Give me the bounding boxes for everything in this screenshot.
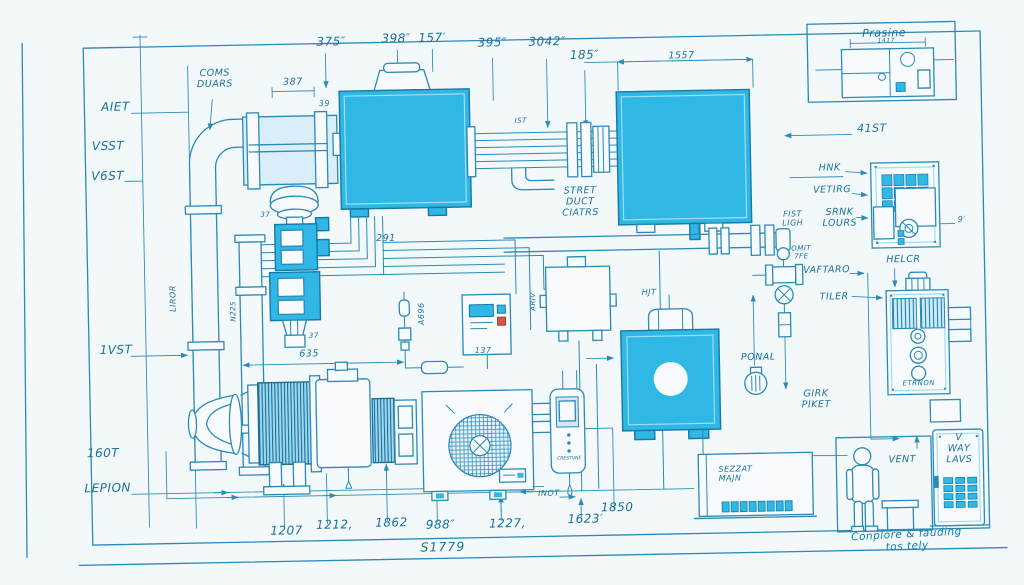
label-v6st: V6ST <box>91 168 125 184</box>
dim-1862: 1862 <box>374 515 408 530</box>
dim-1227: 1227, <box>488 515 526 531</box>
electrical-panel <box>869 161 941 249</box>
sheet-border <box>21 30 1008 567</box>
dim-375: 375″ <box>316 34 346 49</box>
label-sezzat: SEZZAT MAJN <box>718 464 753 484</box>
label-41st: 41ST <box>856 121 887 136</box>
control-panel <box>461 293 512 369</box>
person-figure <box>835 435 934 533</box>
label-lepion: LEPION <box>84 480 132 496</box>
label-ariv: ARIV <box>528 292 538 311</box>
label-omit-7fe: OMIT 7FE <box>791 244 812 261</box>
thermostat-remote <box>549 370 586 498</box>
flanged-pipe <box>503 224 791 257</box>
dim-635: 635 <box>299 348 320 360</box>
dim-988: 988″ <box>425 517 456 532</box>
label-fist-ligh: FIST LIGH <box>782 209 804 228</box>
label-crestune: CRESTUNE <box>557 456 582 462</box>
dim-3042: 3042″ <box>528 34 567 49</box>
label-liror: LIROR <box>168 285 178 312</box>
sensor-string <box>398 291 464 375</box>
sezzat-vent <box>693 428 818 520</box>
dim-1212: 1212, <box>315 517 353 532</box>
label-srnk-lours: SRNK LOURS <box>822 206 858 230</box>
dim-39: 39 <box>318 98 331 109</box>
dim-9: 9′ <box>957 214 966 224</box>
dim-1417: 1417 <box>877 37 895 45</box>
label-ponal: PONAL <box>740 351 776 364</box>
label-girk-piket: GIRK PIKET <box>801 388 831 411</box>
prasine-inset <box>806 20 958 103</box>
label-inot: INOT <box>538 488 560 498</box>
label-vent: VENT <box>888 453 917 466</box>
dim-387: 387 <box>283 76 303 88</box>
dim-291: 291 <box>376 232 396 245</box>
label-aiet: AIET <box>100 99 130 114</box>
main-unit-right <box>615 88 753 241</box>
label-hjt: HJT <box>641 287 657 297</box>
main-unit-left <box>338 62 473 218</box>
label-vaftaro: VAFTARO <box>803 264 851 276</box>
label-vsst: VSST <box>91 138 125 154</box>
blower-assembly <box>187 361 418 496</box>
intake-cylinder <box>241 110 345 190</box>
dim-1623: 1623′ <box>567 511 604 527</box>
label-helcr: HELCR <box>886 253 921 266</box>
supply-duct <box>466 121 619 191</box>
dim-1207: 1207 <box>270 523 303 538</box>
dim-1850: 1850 <box>600 499 634 515</box>
door-louver-panel <box>929 428 990 527</box>
label-hnk: HNK <box>818 162 841 174</box>
label-n225: N225 <box>229 300 238 322</box>
label-1vst: 1VST <box>99 342 133 358</box>
drawing-number: S1779 <box>420 538 466 555</box>
helcr-unit <box>885 271 972 423</box>
dim-37-funnel: 37 <box>308 331 319 340</box>
dimension-lines <box>124 34 956 529</box>
label-stret-duct: STRET DUCT CIATRS <box>562 184 599 219</box>
label-ist: IST <box>514 116 527 125</box>
fan-unit <box>595 294 722 489</box>
label-vetirg: VETIRG <box>812 184 852 196</box>
dim-1557: 1557 <box>668 49 695 62</box>
dim-157: 157′ <box>418 30 447 45</box>
dim-37-bell: 37 <box>260 210 271 219</box>
dim-398: 398″ <box>381 30 411 46</box>
label-tiler: TILER <box>819 291 849 303</box>
label-etrnon: ETRNON <box>902 378 936 388</box>
dim-185: 185″ <box>569 47 600 62</box>
label-a696: A696 <box>416 302 427 326</box>
ponal-bulb <box>744 366 768 395</box>
gauge-chain <box>750 247 804 390</box>
dim-395: 395″ <box>477 35 508 50</box>
dim-137: 137 <box>474 345 492 356</box>
junction-boxes <box>268 185 330 349</box>
condenser-unit <box>421 388 552 502</box>
label-coms-duars: COMS DUARS <box>196 67 234 91</box>
label-v-way-lavs: V WAY LAVS <box>946 431 973 466</box>
label-160t: 160T <box>86 445 120 461</box>
